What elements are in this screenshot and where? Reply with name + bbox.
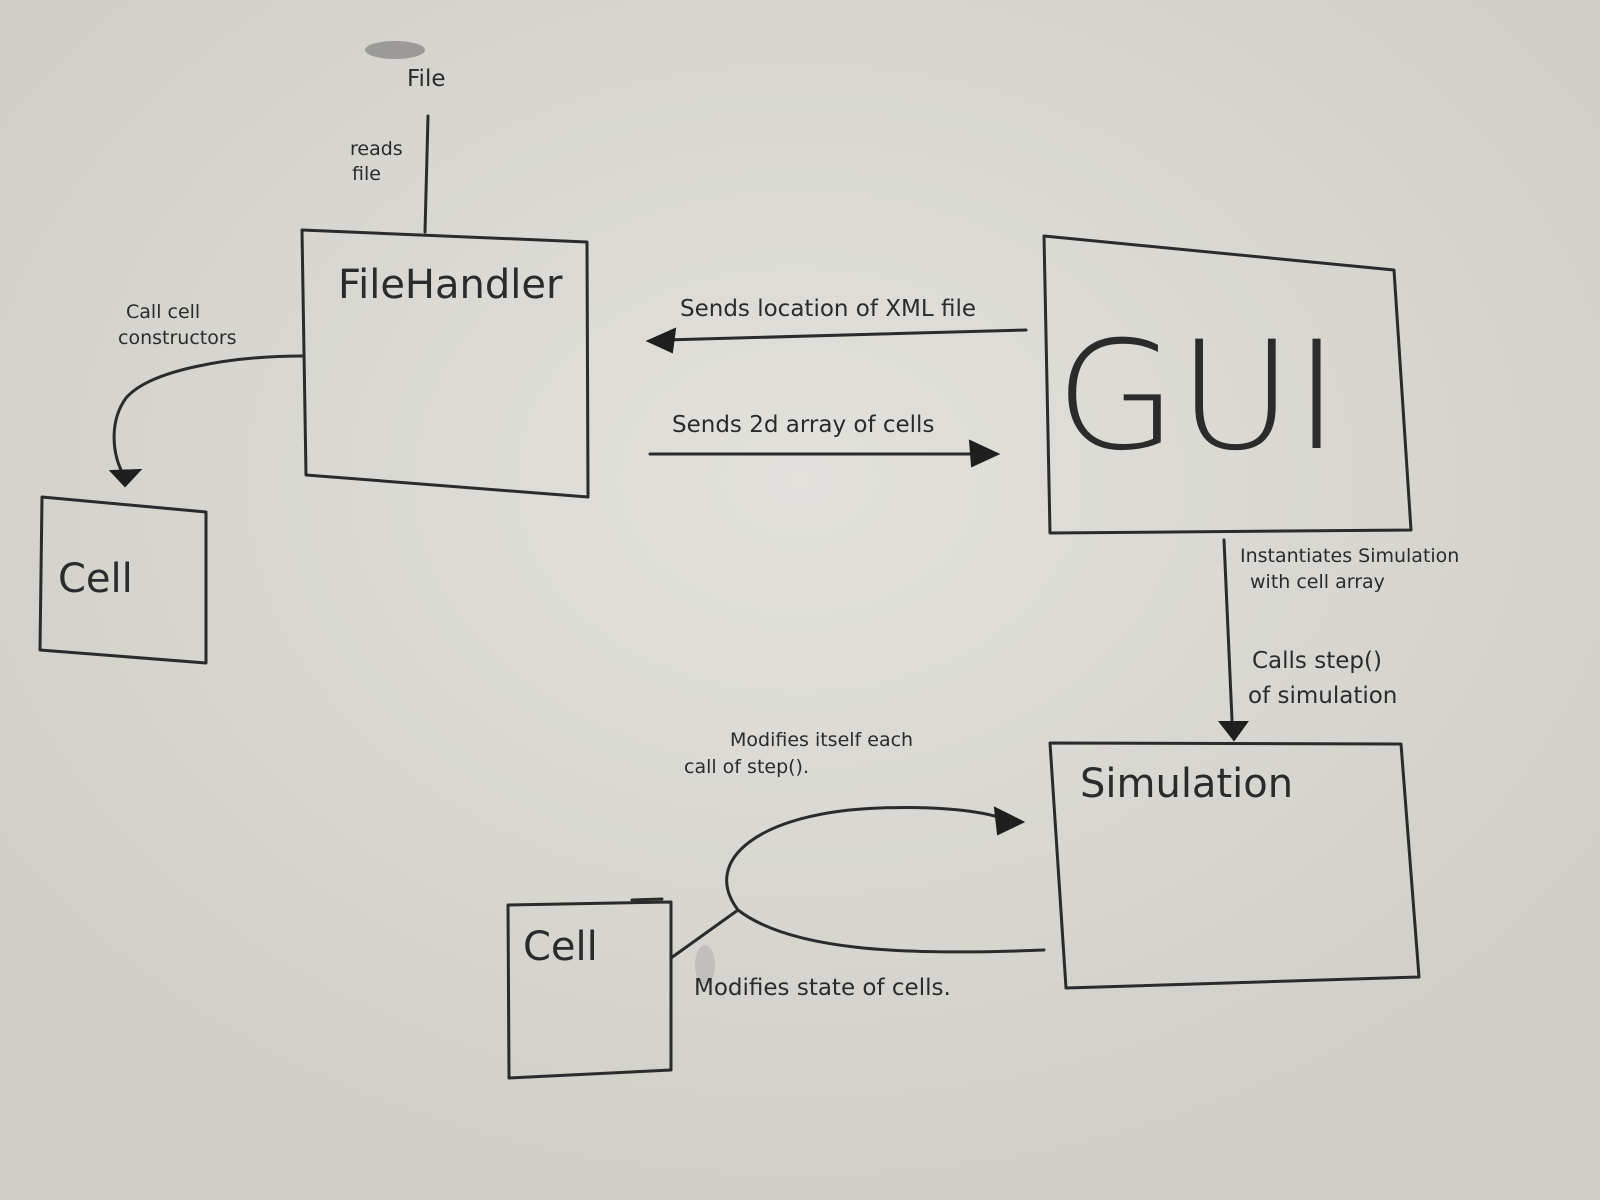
- edge-instantiates-label: Instantiates Simulation with cell array: [1240, 545, 1465, 593]
- edge-cell-to-simulation-loop: [669, 805, 1000, 960]
- edge-sends-location-label: Sends location of XML file: [680, 296, 976, 322]
- arrowhead: [108, 468, 143, 488]
- eraser-smudge: [695, 945, 715, 985]
- arrowhead: [968, 439, 1001, 468]
- edge-sends-array-label: Sends 2d array of cells: [672, 412, 934, 438]
- edge-call-constructors-label: Call cell constructors: [118, 301, 237, 349]
- node-gui-label: GUI: [1055, 310, 1340, 484]
- edge-modifies-state-label: Modifies state of cells.: [694, 975, 951, 1001]
- arrowhead: [993, 806, 1026, 836]
- node-simulation-box: [1048, 741, 1421, 990]
- edge-modifies-itself-label: Modifies itself each call of step().: [684, 729, 919, 778]
- node-file: File: [407, 66, 446, 92]
- node-filehandler-label: FileHandler: [338, 262, 563, 308]
- node-filehandler-box: [300, 228, 590, 499]
- arrowhead: [645, 327, 677, 354]
- edge-calls-step-label: Calls step() of simulation: [1248, 648, 1397, 709]
- edge-simulation-to-cell: [736, 908, 1046, 954]
- eraser-smudge: [365, 41, 425, 59]
- node-cell-bottom-box: [506, 900, 673, 1080]
- node-cell-left-box: [38, 495, 208, 665]
- edge-file-to-filehandler: [423, 114, 430, 234]
- cell-corner-mark: [630, 897, 664, 902]
- node-simulation-label: Simulation: [1080, 761, 1293, 807]
- node-cell-left-label: Cell: [58, 556, 133, 602]
- edge-reads-file-label: reads file: [350, 138, 409, 185]
- edge-gui-to-filehandler: [663, 328, 1028, 342]
- edge-gui-to-simulation: [1222, 538, 1234, 722]
- node-gui-box: [1042, 234, 1413, 535]
- edge-filehandler-to-cell: [112, 354, 305, 472]
- node-cell-bottom-label: Cell: [523, 924, 598, 970]
- arrowhead: [1217, 721, 1249, 742]
